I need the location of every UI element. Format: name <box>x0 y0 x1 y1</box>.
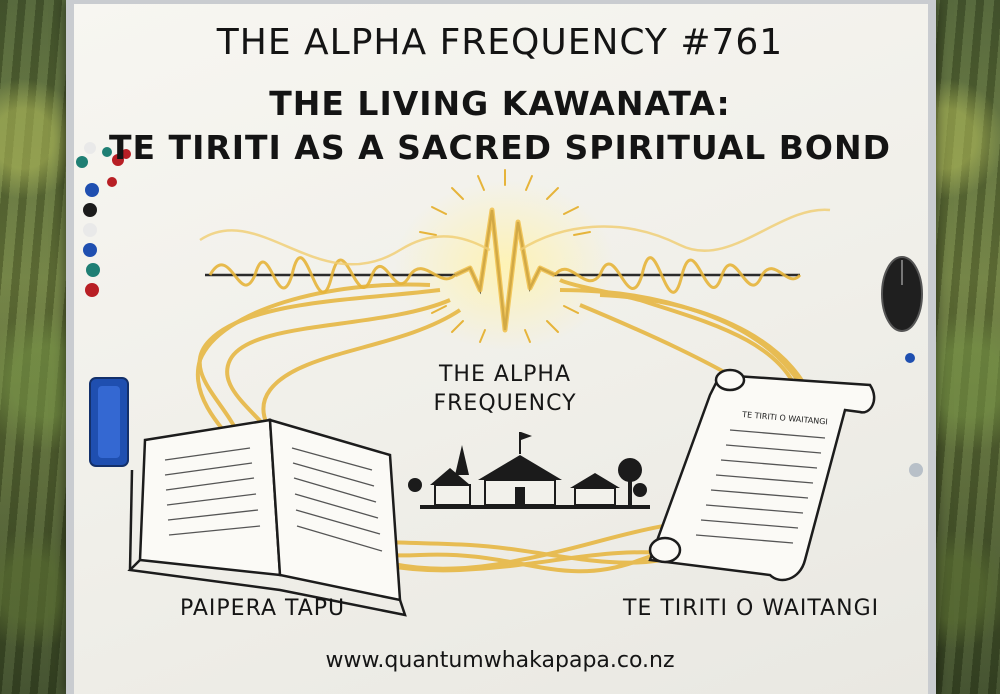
scroll-icon: TE TIRITI O WAITANGI <box>648 368 876 582</box>
left-upper-strand <box>199 229 491 266</box>
website-url: www.quantumwhakapapa.co.nz <box>325 648 675 673</box>
right-wave <box>553 256 802 294</box>
center-label-line-2: FREQUENCY <box>433 391 577 416</box>
marae-church-icon <box>408 432 650 509</box>
mouse-icon <box>881 256 923 332</box>
right-upper-strand <box>519 208 831 252</box>
treaty-label: TE TIRITI O WAITANGI <box>623 596 880 621</box>
open-book-icon <box>127 418 407 617</box>
subtitle-line-2: TE TIRITI AS A SACRED SPIRITUAL BOND <box>109 128 891 167</box>
left-curtain <box>0 0 78 694</box>
magnet-icon <box>76 142 923 477</box>
book-label: PAIPERA TAPU <box>180 596 346 621</box>
radiance-glow <box>395 180 615 350</box>
center-label-line-1: THE ALPHA <box>438 362 572 387</box>
eraser-icon <box>89 377 129 467</box>
episode-title: THE ALPHA FREQUENCY #761 <box>216 22 784 63</box>
sun-rays <box>419 169 591 343</box>
central-pulse <box>453 207 557 333</box>
subtitle-line-1: THE LIVING KAWANATA: <box>269 84 731 123</box>
